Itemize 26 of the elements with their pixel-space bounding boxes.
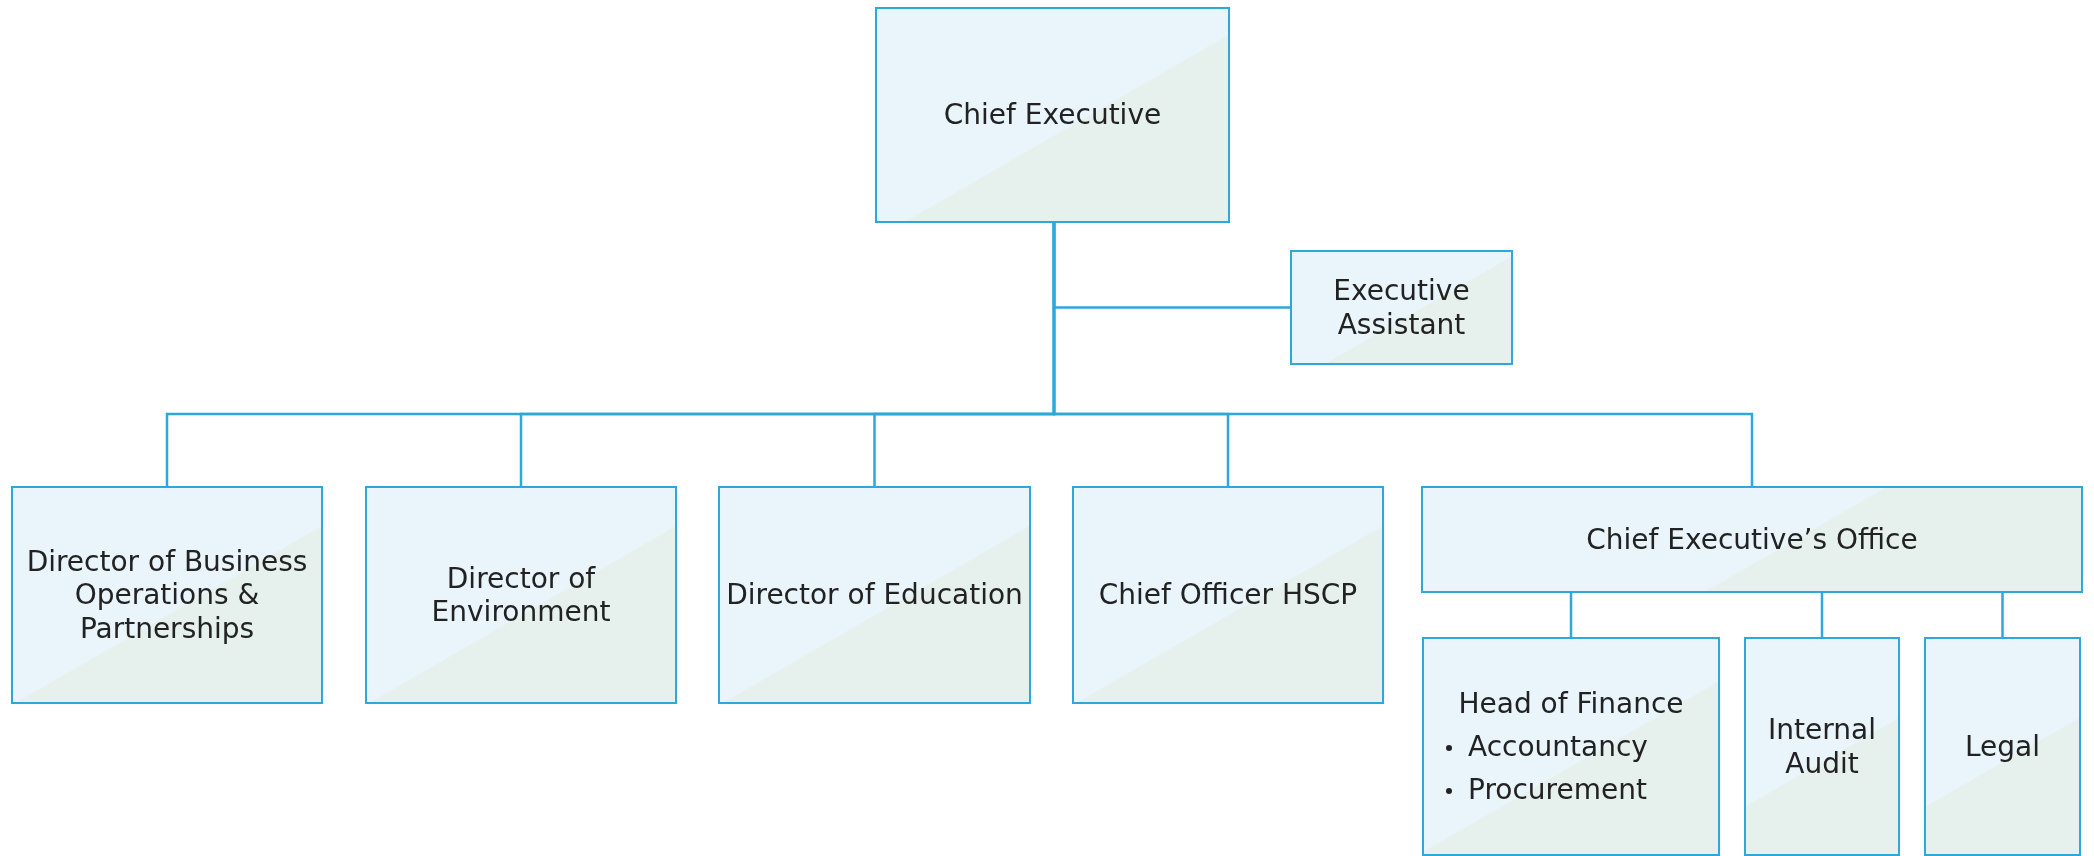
org-box (875, 7, 1230, 223)
org-box (1290, 250, 1513, 365)
connector-line (1569, 593, 1573, 637)
box-label: Chief Executive’s Office (1586, 523, 1918, 556)
box-label: Executive Assistant (1332, 274, 1471, 341)
box-label: Chief Executive (943, 98, 1162, 132)
org-box (1744, 637, 1900, 856)
org-box (1422, 637, 1720, 856)
org-box (1072, 486, 1384, 704)
box-label: Internal Audit (1767, 713, 1877, 780)
org-box (1421, 486, 2083, 593)
org-box (365, 486, 677, 704)
item-text: Accountancy (1468, 730, 1648, 763)
box-label: Chief Officer HSCP (1098, 578, 1358, 612)
org-box (718, 486, 1031, 704)
box-label: Director of Environment (430, 561, 612, 629)
item-text: Procurement (1468, 773, 1647, 806)
connector-line (1052, 223, 1754, 486)
box-label: Legal (1964, 730, 2040, 763)
connector-line (1820, 593, 1824, 637)
box-label: Head of Finance (1458, 686, 1684, 720)
connector-line (2001, 593, 2004, 637)
org-box (1924, 637, 2081, 856)
box-label: Director of Education (726, 578, 1023, 612)
box-label: Director of Business Operations & Partnerships (25, 545, 309, 645)
org-box (11, 486, 323, 704)
